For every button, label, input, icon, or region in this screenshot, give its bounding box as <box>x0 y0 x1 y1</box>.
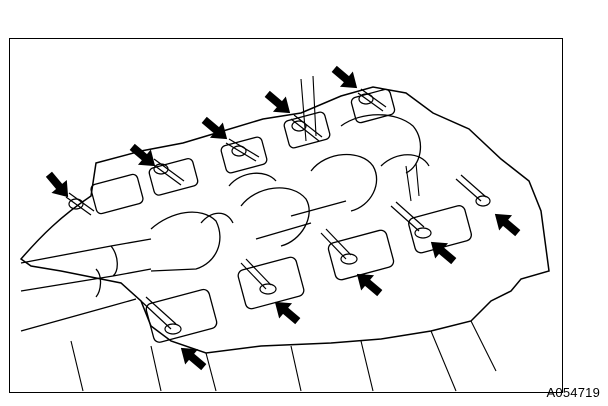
bolt-icon <box>140 296 182 335</box>
bolt-icon <box>225 138 260 162</box>
illustration-frame <box>9 38 563 393</box>
lower-housing-lines <box>70 75 497 392</box>
camshaft-bearing-cap-diagram <box>19 61 550 392</box>
arrow-icon <box>125 139 162 174</box>
bolt-icon <box>65 192 95 216</box>
camshaft-front-end <box>20 238 152 332</box>
arrow-icon <box>174 340 211 375</box>
arrow-icon <box>41 167 76 204</box>
bolt-icon <box>320 228 358 265</box>
bolt-icon <box>290 114 323 142</box>
bolt-icon <box>390 201 432 239</box>
arrow-icon <box>350 266 387 301</box>
bolt-icon <box>455 174 491 207</box>
cylinder-head-outline <box>19 86 550 354</box>
camshaft-lobes <box>150 114 430 272</box>
figure-code: A054719 <box>546 385 600 400</box>
bolt-icon <box>240 258 277 295</box>
bolt-icon <box>150 158 185 186</box>
bolts <box>65 88 491 335</box>
arrow-icon <box>424 234 461 269</box>
bearing-caps <box>90 88 473 343</box>
arrow-icon <box>260 86 297 121</box>
arrows <box>41 61 525 375</box>
bolt-icon <box>357 88 387 112</box>
arrow-icon <box>488 206 525 241</box>
